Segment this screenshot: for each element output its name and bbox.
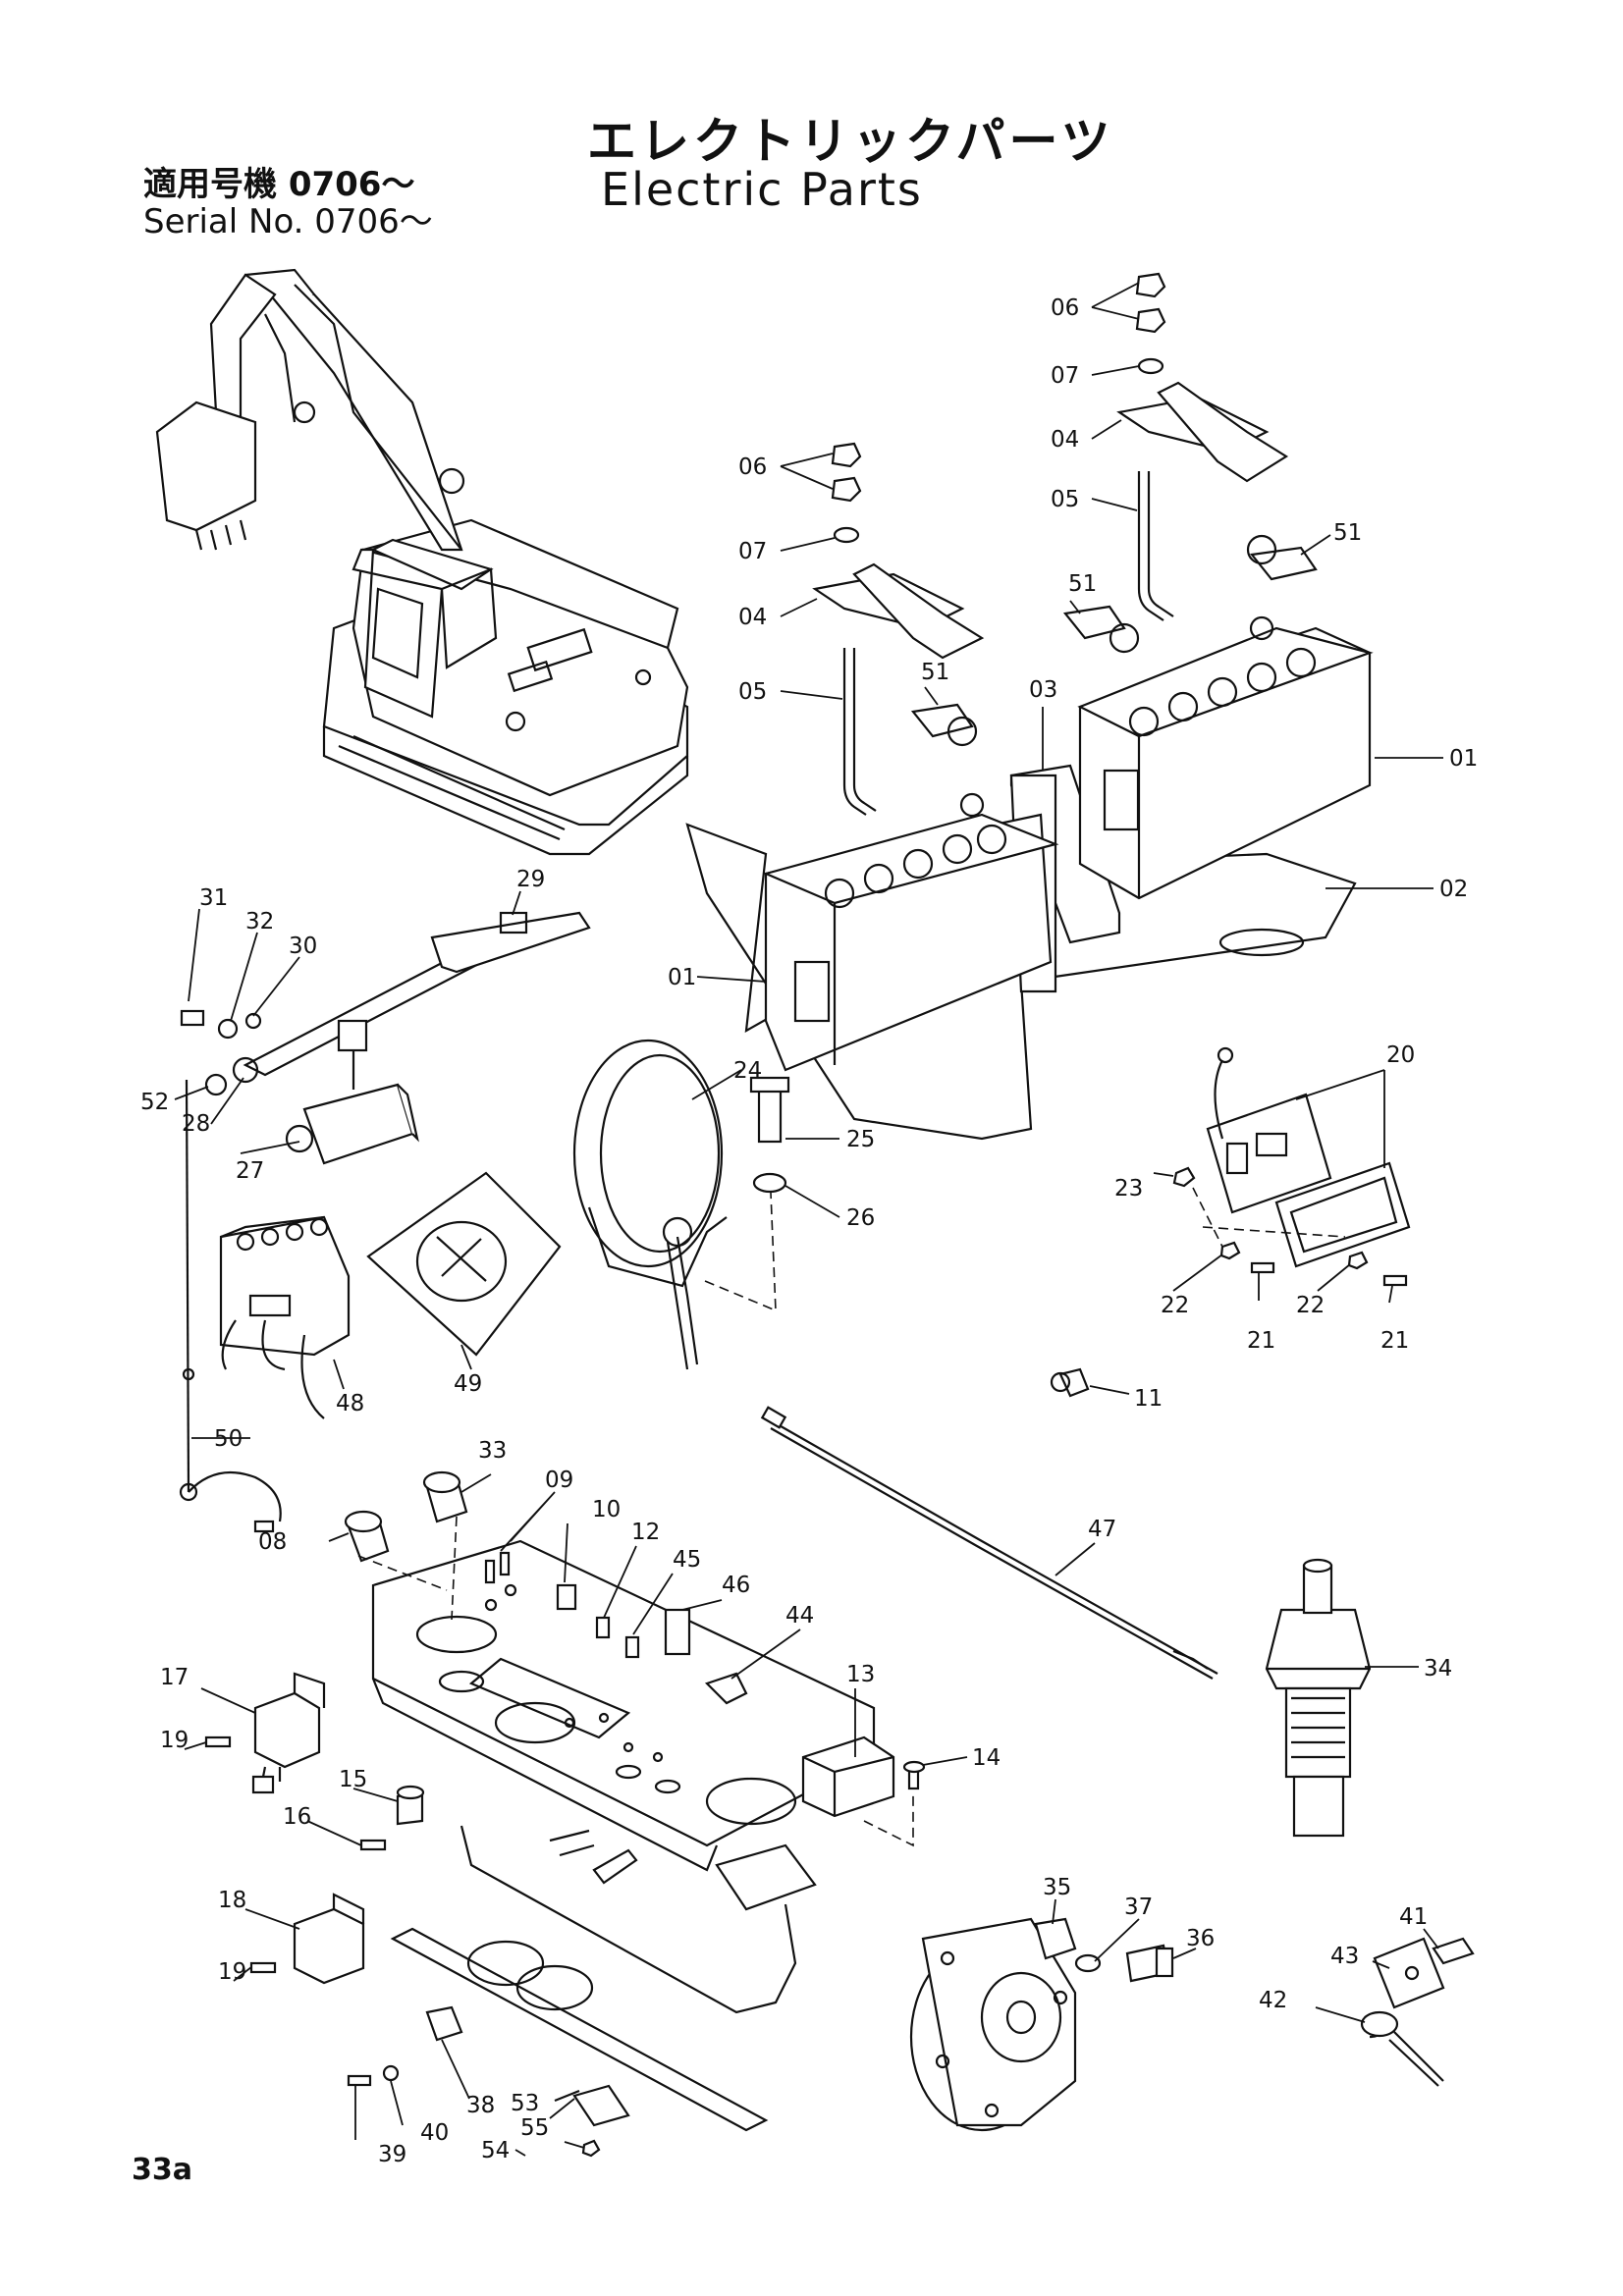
callout-13: 13 xyxy=(846,1662,875,1687)
callout-25: 25 xyxy=(846,1127,875,1152)
callout-19: 19 xyxy=(160,1728,189,1753)
plug-eleven xyxy=(1050,1367,1090,1398)
callout-06: 06 xyxy=(738,454,767,480)
callout-39: 39 xyxy=(378,2142,406,2167)
bracket-and-switch xyxy=(1360,1937,1475,2087)
speaker-unit xyxy=(366,1171,562,1357)
battery-terminal-caps-left xyxy=(824,792,1007,909)
battery-group xyxy=(685,272,1374,1141)
battery-terminal-caps-right xyxy=(1128,615,1317,737)
callout-22: 22 xyxy=(1161,1293,1189,1318)
callout-01: 01 xyxy=(1449,746,1478,772)
callout-16: 16 xyxy=(283,1804,311,1830)
callout-21: 21 xyxy=(1380,1328,1409,1354)
callout-45: 45 xyxy=(673,1547,701,1573)
callout-55: 55 xyxy=(520,2115,549,2141)
callout-43: 43 xyxy=(1330,1944,1359,1969)
callout-35: 35 xyxy=(1043,1875,1071,1900)
callout-08: 08 xyxy=(258,1529,287,1555)
callout-42: 42 xyxy=(1259,1988,1287,2013)
callout-31: 31 xyxy=(199,885,228,911)
callout-24: 24 xyxy=(733,1058,762,1084)
excavator-illustration xyxy=(155,268,689,856)
page-title-japanese: エレクトリックパーツ xyxy=(587,113,1114,170)
callout-26: 26 xyxy=(846,1205,875,1231)
callout-44: 44 xyxy=(785,1603,814,1629)
callout-52: 52 xyxy=(140,1090,169,1115)
callout-10: 10 xyxy=(592,1497,621,1522)
callout-05: 05 xyxy=(738,679,767,705)
callout-22: 22 xyxy=(1296,1293,1325,1318)
callout-05: 05 xyxy=(1051,487,1079,512)
callout-54: 54 xyxy=(481,2138,510,2163)
callout-29: 29 xyxy=(516,867,545,892)
callout-51: 51 xyxy=(1333,520,1362,546)
callout-17: 17 xyxy=(160,1665,189,1690)
antenna xyxy=(179,1079,282,1533)
callout-07: 07 xyxy=(1051,363,1079,389)
callout-51: 51 xyxy=(1068,571,1097,597)
work-light xyxy=(572,1039,790,1370)
temperature-sender xyxy=(760,1406,1372,1838)
callout-34: 34 xyxy=(1424,1656,1452,1682)
callout-21: 21 xyxy=(1247,1328,1275,1354)
callout-11: 11 xyxy=(1134,1386,1163,1412)
serial-range-japanese: 適用号機 0706～ xyxy=(143,165,415,204)
callout-47: 47 xyxy=(1088,1517,1116,1542)
callout-07: 07 xyxy=(738,539,767,564)
callout-53: 53 xyxy=(511,2091,539,2116)
callout-40: 40 xyxy=(420,2120,449,2146)
radio-unit xyxy=(219,1215,351,1419)
callout-49: 49 xyxy=(454,1371,482,1397)
serial-range-english: Serial No. 0706～ xyxy=(143,202,433,241)
callout-23: 23 xyxy=(1114,1176,1143,1201)
leader-lines xyxy=(174,282,1443,2157)
instrument-panel xyxy=(344,1470,876,2132)
callout-06: 06 xyxy=(1051,295,1079,321)
callout-labels: 06 07 04 05 51 06 07 04 05 51 51 03 01 0… xyxy=(140,295,1478,2167)
horn xyxy=(909,1917,1174,2132)
callout-19: 19 xyxy=(218,1959,246,1985)
callout-37: 37 xyxy=(1124,1895,1153,1920)
callout-09: 09 xyxy=(545,1468,573,1493)
rear-lamp xyxy=(1172,1046,1411,1287)
callout-32: 32 xyxy=(245,909,274,934)
callout-27: 27 xyxy=(236,1158,264,1184)
callout-46: 46 xyxy=(722,1573,750,1598)
callout-04: 04 xyxy=(738,605,767,630)
callout-41: 41 xyxy=(1399,1904,1428,1930)
callout-33: 33 xyxy=(478,1438,507,1464)
callout-01: 01 xyxy=(668,965,696,990)
callout-14: 14 xyxy=(972,1745,1001,1771)
callout-03: 03 xyxy=(1029,677,1057,703)
wiper-assembly xyxy=(180,911,591,1165)
callout-02: 02 xyxy=(1439,877,1468,902)
page-number: 33a xyxy=(132,2153,192,2187)
callout-48: 48 xyxy=(336,1391,364,1416)
page-title-english: Electric Parts xyxy=(601,163,923,216)
callout-18: 18 xyxy=(218,1888,246,1913)
callout-30: 30 xyxy=(289,934,317,959)
callout-50: 50 xyxy=(214,1426,243,1452)
callout-20: 20 xyxy=(1386,1042,1415,1068)
callout-28: 28 xyxy=(182,1111,210,1137)
callout-15: 15 xyxy=(339,1767,367,1792)
callout-38: 38 xyxy=(466,2093,495,2118)
callout-04: 04 xyxy=(1051,427,1079,453)
callout-51: 51 xyxy=(921,660,949,685)
callout-12: 12 xyxy=(631,1520,660,1545)
callout-36: 36 xyxy=(1186,1926,1215,1951)
